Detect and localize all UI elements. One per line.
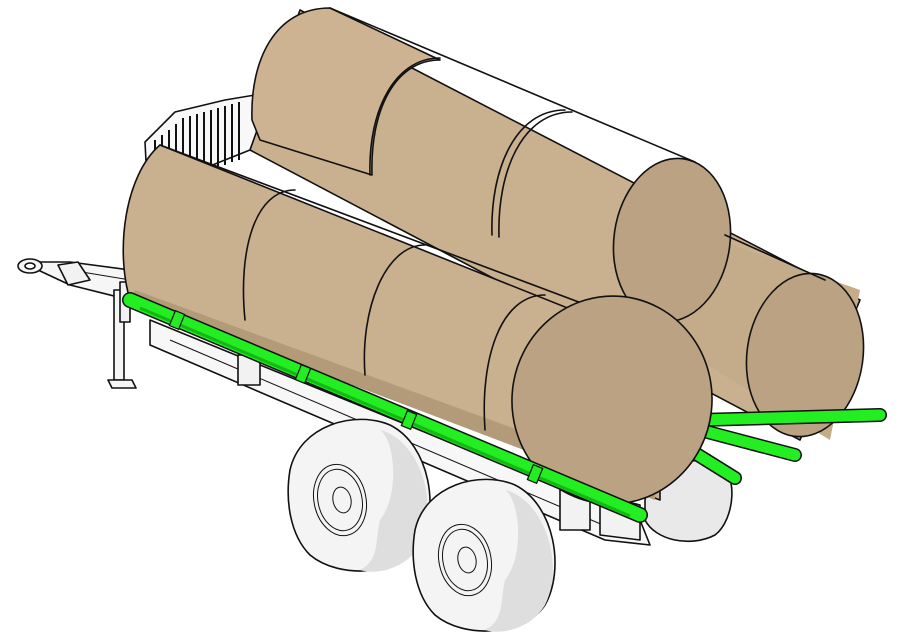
bale-row-back — [249, 7, 865, 441]
tow-hitch-eye — [17, 258, 43, 274]
wheel-front-right — [412, 478, 556, 632]
bale-support-rails — [683, 408, 887, 485]
front-support-rail — [122, 292, 648, 523]
wheel-front-left — [287, 418, 431, 572]
bale-row-front — [122, 144, 713, 505]
